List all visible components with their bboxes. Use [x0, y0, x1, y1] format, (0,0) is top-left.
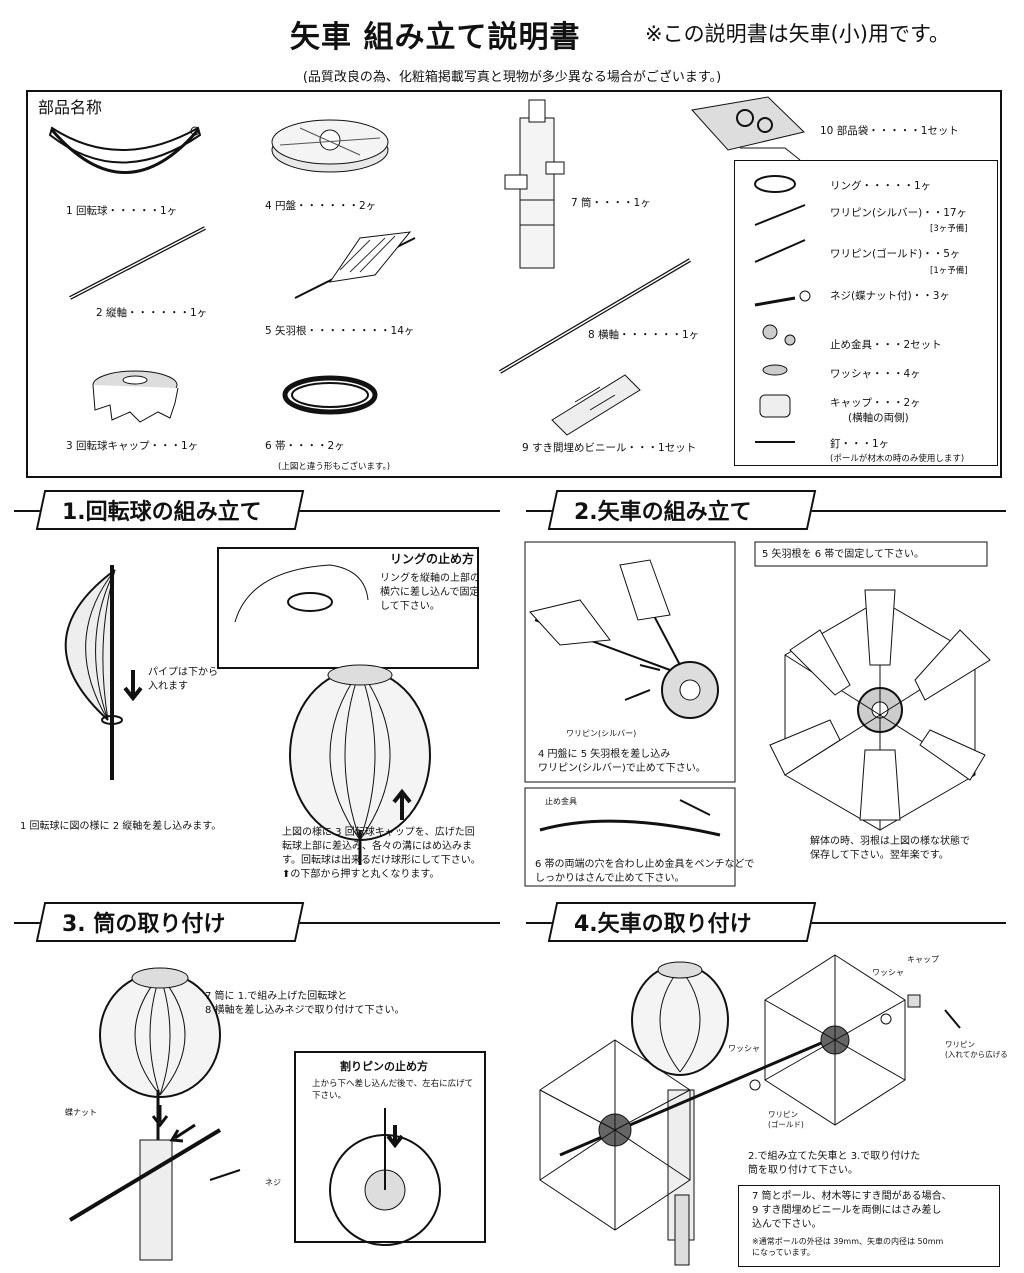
s4-vinyl-note: ※通常ポールの外径は 39mm、矢車の内径は 50mm になっています。: [752, 1237, 944, 1257]
s4-vinyl-text: 7 筒とポール、材木等にすき間がある場合、 9 すき間埋めビニールを両側にはさみ…: [752, 1191, 952, 1230]
parts-heading: 部品名称: [38, 98, 103, 117]
subtitle: (品質改良の為、化粧箱掲載写真と現物が多少異なる場合がございます。): [302, 70, 722, 85]
bag-item-clip: 止め金具・・・2セット: [830, 339, 942, 351]
s2-fix-note: 5 矢羽根を 6 帯で固定して下さい。: [762, 549, 924, 560]
s3-step-text: 7 筒に 1.で組み上げた回転球と 8 横軸を差し込みネジで取り付けて下さい。: [205, 991, 405, 1016]
parts-illustrations: [48, 96, 811, 443]
s2-pin-label: ワリピン(シルバー): [566, 729, 637, 738]
bag-item-silver-pin-note: [3ヶ予備]: [930, 224, 968, 234]
part-label-10: 10 部品袋・・・・・1セット: [820, 125, 959, 137]
part-label-8: 8 横軸・・・・・・1ヶ: [588, 329, 700, 341]
s1-step-text: 1 回転球に図の様に 2 縦軸を差し込みます。: [20, 821, 222, 832]
bag-item-silver-pin: ワリピン(シルバー)・・17ヶ: [830, 207, 968, 219]
s1-heading: 1.回転球の組み立て: [62, 500, 262, 525]
s1-cap-text: 上図の様に 3 回転球キャップを、広げた回 転球上部に差込み、各々の溝にはめ込み…: [282, 827, 481, 880]
bag-item-nail-note: (ポールが材木の時のみ使用します): [830, 454, 965, 464]
part-label-6: 6 帯・・・・2ヶ: [265, 440, 345, 452]
s3-screw-label: ネジ: [265, 1178, 281, 1187]
s1-pipe-note: パイプは下から 入れます: [148, 667, 218, 692]
bag-item-nail: 釘・・・1ヶ: [830, 438, 890, 450]
bag-item-washer: ワッシャ・・・4ヶ: [830, 368, 921, 380]
bag-item-cap-note: (横軸の両側): [848, 412, 909, 424]
title-note: ※この説明書は矢車(小)用です。: [645, 22, 950, 46]
s4-vinyl-box: [738, 1185, 1000, 1267]
s2-store-text: 解体の時、羽根は上図の様な状態で 保存して下さい。翌年楽です。: [810, 836, 970, 861]
s2-illustrations: [524, 541, 991, 887]
s1-illustrations: [64, 547, 479, 865]
parts-box: [26, 90, 1002, 478]
s4-step-text: 2.で組み立てた矢車と 3.で取り付けた 筒を取り付けて下さい。: [748, 1151, 921, 1176]
s3-illustrations: [68, 967, 486, 1261]
obi-note: (上図と違う形もございます。): [278, 462, 391, 472]
part-label-5: 5 矢羽根・・・・・・・・14ヶ: [265, 325, 415, 337]
bag-item-cap: キャップ・・・2ヶ: [830, 397, 921, 409]
bag-item-gold-pin-note: [1ヶ予備]: [930, 266, 968, 276]
bag-item-gold-pin: ワリピン(ゴールド)・・5ヶ: [830, 248, 961, 260]
s2-clip-text: 6 帯の両端の穴を合わし止め金具をペンチなどで しっかりはさんで止めて下さい。: [535, 859, 755, 884]
s1-ring-title: リングの止め方: [390, 552, 475, 566]
part-label-4: 4 円盤・・・・・・2ヶ: [265, 200, 377, 212]
s3-nut-label: 蝶ナット: [65, 1108, 97, 1117]
s2-pin-text: 4 円盤に 5 矢羽根を差し込み ワリピン(シルバー)で止めて下さい。: [538, 749, 706, 774]
s3-heading: 3. 筒の取り付け: [62, 912, 226, 937]
s3-split-text: 上から下へ差し込んだ後で、左右に広げて 下さい。: [312, 1079, 474, 1101]
parts-bag-box: [734, 160, 998, 466]
s3-split-title: 割りピンの止め方: [340, 1060, 428, 1073]
s4-cap-label: キャップ: [907, 955, 939, 964]
part-label-2: 2 縦軸・・・・・・1ヶ: [96, 307, 208, 319]
part-label-3: 3 回転球キャップ・・・1ヶ: [66, 440, 199, 452]
s1-ring-text: リングを縦軸の上部の 横穴に差し込んで固定 して下さい。: [380, 573, 480, 612]
part-label-1: 1 回転球・・・・・1ヶ: [66, 205, 178, 217]
s4-washer-label-left: ワッシャ: [728, 1044, 760, 1053]
part-label-7: 7 筒・・・・1ヶ: [571, 197, 651, 209]
bag-item-ring: リング・・・・・1ヶ: [830, 180, 932, 192]
s4-washer-label-right: ワッシャ: [872, 968, 904, 977]
bag-item-screw: ネジ(蝶ナット付)・・3ヶ: [830, 290, 950, 302]
s4-heading: 4.矢車の取り付け: [574, 912, 752, 937]
s2-heading: 2.矢車の組み立て: [574, 500, 752, 525]
s4-illustrations: [539, 954, 961, 1266]
s4-gold-pin-label: ワリピン (ゴールド): [768, 1110, 804, 1129]
page-title: 矢車 組み立て説明書: [290, 20, 581, 55]
s2-clip-label: 止め金具: [545, 797, 577, 806]
s4-pin-label: ワリピン (入れてから広げる: [945, 1040, 1008, 1059]
part-label-9: 9 すき間埋めビニール・・・1セット: [522, 442, 697, 454]
